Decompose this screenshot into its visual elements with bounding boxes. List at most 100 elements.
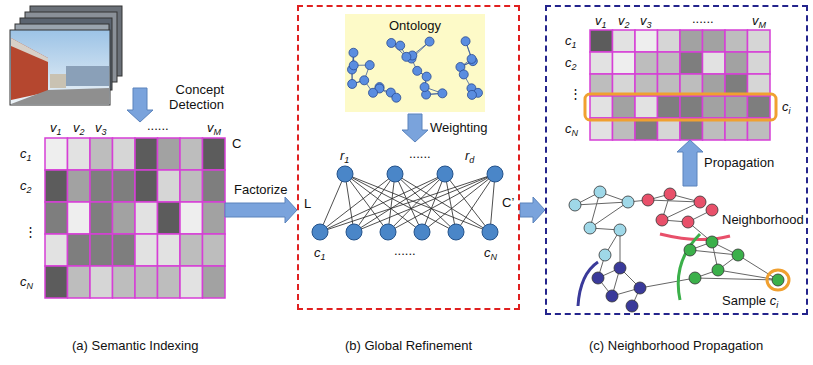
axis-label: ⋮: [24, 224, 37, 239]
bipartite-link: [388, 174, 445, 232]
matrix-cell: [90, 266, 113, 298]
axis-label: cN: [20, 274, 33, 294]
concept-node: [482, 224, 498, 240]
edge-label: Propagation: [704, 155, 774, 170]
matrix-cell: [45, 266, 68, 298]
graph-node: [614, 262, 626, 274]
neighborhood-curve: [578, 262, 598, 306]
matrix-cell: [748, 30, 771, 52]
matrix-cell: [748, 52, 771, 74]
graph-node: [599, 249, 611, 261]
matrix-cell: [703, 96, 726, 118]
matrix-cell: [45, 202, 68, 234]
graph-node: [569, 199, 581, 211]
text-part: v: [618, 13, 625, 28]
bipartite-link: [445, 174, 456, 232]
ontology-node: [420, 83, 429, 92]
matrix-grid: [45, 138, 225, 298]
text-part: c: [314, 245, 321, 260]
matrix-cell: [68, 234, 91, 266]
axis-label: c1: [565, 33, 577, 53]
text-part: d: [469, 155, 474, 165]
matrix-cell: [680, 52, 703, 74]
matrix-cell: [113, 138, 136, 170]
node-label: C: [232, 136, 241, 151]
axis-label: vM: [207, 120, 221, 140]
matrix-cell: [158, 138, 181, 170]
matrix-cell: [90, 202, 113, 234]
axis-label: Concept Detection: [158, 82, 224, 112]
matrix-cell: [113, 202, 136, 234]
axis-label: r1: [340, 148, 349, 168]
axis-label: v3: [95, 120, 107, 140]
ontology-node: [438, 89, 447, 98]
matrix-cell: [203, 138, 226, 170]
matrix-cell: [158, 266, 181, 298]
matrix-cell: [203, 202, 226, 234]
matrix-cell: [680, 30, 703, 52]
matrix-cell: [158, 170, 181, 202]
axis-label: ......: [147, 118, 169, 133]
node-label: Sample ci: [722, 293, 778, 313]
matrix-cell: [658, 30, 681, 52]
graph-node: [594, 186, 606, 198]
ontology-graph: [348, 37, 483, 102]
edge-label: Factorize: [234, 182, 287, 197]
text-part: c: [782, 99, 789, 114]
ontology-node: [360, 76, 369, 85]
ontology-node: [349, 48, 358, 57]
panel-caption: (a) Semantic Indexing: [72, 338, 198, 353]
matrix-cell: [725, 30, 748, 52]
score-matrix: C: [45, 138, 225, 298]
axis-label: c1: [20, 146, 32, 166]
graph-node: [664, 188, 676, 200]
matrix-cell: [703, 30, 726, 52]
matrix-cell: [68, 170, 91, 202]
matrix-cell: [68, 266, 91, 298]
matrix-cell: [135, 266, 158, 298]
matrix-cell: [613, 30, 636, 52]
matrix-cell: [158, 234, 181, 266]
text-part: 3: [647, 20, 652, 30]
node-label: ci: [782, 99, 791, 119]
highlight-row: [585, 94, 776, 120]
bipartite-link: [388, 174, 395, 232]
neighborhood-curve: [678, 234, 700, 300]
text-part: N: [491, 252, 498, 262]
matrix-cell: [725, 96, 748, 118]
matrix-cell: [135, 234, 158, 266]
matrix-cell: [590, 96, 613, 118]
text-part: v: [95, 120, 102, 135]
graph-node: [626, 300, 638, 312]
ontology-node: [402, 52, 411, 61]
concept-node: [448, 224, 464, 240]
graph-link: [648, 200, 700, 202]
axis-label: Weighting: [430, 120, 488, 135]
graph-node: [694, 196, 706, 208]
text-part: c: [20, 274, 27, 289]
matrix-cell: [180, 138, 203, 170]
graph-node: [606, 290, 618, 302]
matrix-cell: [45, 138, 68, 170]
graph-link: [640, 278, 695, 288]
image-stack: [10, 6, 122, 105]
block-arrow: [127, 88, 153, 122]
ontology-node: [461, 37, 470, 46]
matrix-cell: [180, 202, 203, 234]
text-part: c: [565, 33, 572, 48]
matrix-cell: [135, 138, 158, 170]
bipartite-link: [345, 174, 456, 232]
matrix-cell: [135, 202, 158, 234]
text-part: r: [465, 148, 469, 163]
text-part: 1: [27, 153, 32, 163]
text-part: 1: [321, 252, 326, 262]
axis-label: ......: [409, 146, 431, 161]
ontology-node: [467, 90, 476, 99]
bipartite-link: [456, 174, 495, 232]
block-arrow: [225, 197, 297, 223]
text-part: v: [73, 120, 80, 135]
text-part: v: [50, 120, 57, 135]
text-part: c: [565, 121, 572, 136]
matrix-cell: [725, 52, 748, 74]
